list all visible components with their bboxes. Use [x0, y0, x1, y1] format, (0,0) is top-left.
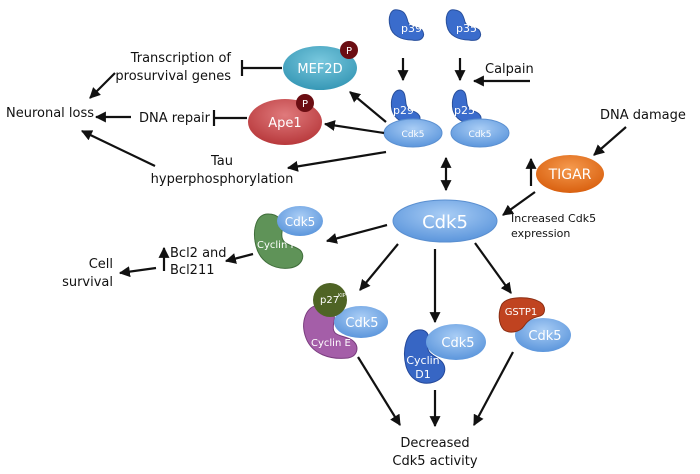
- p39-label: p39: [401, 22, 422, 35]
- bcl2-label-line2: Bcl211: [170, 263, 215, 278]
- cell-survival-line1: Cell: [89, 257, 113, 272]
- cdk5-central-label: Cdk5: [422, 212, 468, 233]
- p29-label: p29: [393, 104, 414, 117]
- cyclin-d1-cdk5-complex: Cdk5 Cyclin D1: [404, 324, 486, 384]
- arrow-cyclin-i-to-bcl2: [224, 252, 254, 264]
- inhibit-mef2d-transcription: [240, 60, 282, 76]
- cdk5-label: Cdk5: [345, 316, 378, 331]
- tau-label-line1: Tau: [210, 154, 233, 169]
- p25-label: p25: [454, 104, 475, 117]
- phospho-label: P: [346, 46, 352, 57]
- mef2d-protein: MEF2D P: [283, 41, 358, 90]
- neuronal-loss-label: Neuronal loss: [6, 106, 94, 121]
- cyclin-d1-label-line2: D1: [415, 368, 430, 381]
- cyclin-i-cdk5-complex: Cdk5 Cyclin I: [254, 206, 323, 269]
- cyclin-e-label: Cyclin E: [311, 338, 351, 349]
- bcl2-label-line1: Bcl2 and: [170, 246, 227, 261]
- transcription-label-line1: Transcription of: [130, 51, 232, 66]
- cdk5-label: Cdk5: [402, 130, 425, 140]
- ape1-protein: Ape1 P: [248, 94, 322, 145]
- arrow-p29cdk5-to-mef2d: [349, 91, 387, 123]
- arrow-dnadamage-to-tigar: [593, 126, 627, 156]
- cdk5-central: Cdk5: [392, 199, 498, 243]
- calpain-label: Calpain: [485, 62, 534, 77]
- tigar-protein: TIGAR: [536, 155, 604, 193]
- cyclin-i-label: Cyclin I: [257, 240, 293, 251]
- cdk5-label: Cdk5: [469, 130, 492, 140]
- p35-label: p35: [456, 22, 477, 35]
- tigar-label: TIGAR: [548, 167, 592, 183]
- decreased-activity-line2: Cdk5 activity: [392, 454, 477, 469]
- p27-cyclin-e-cdk5-complex: Cdk5 Cyclin E p27 KIP: [303, 283, 388, 359]
- p39-protein: p39: [388, 9, 425, 41]
- p25-cdk5-complex: p25 Cdk5: [450, 89, 510, 148]
- dna-repair-label: DNA repair: [139, 111, 211, 126]
- arrow-p29cdk5-to-tau: [286, 150, 387, 172]
- arrow-cyclin-e-to-decreased: [357, 356, 401, 426]
- increased-expression-line1: Increased Cdk5: [511, 212, 596, 225]
- cdk5-label: Cdk5: [285, 215, 316, 229]
- p35-protein: p35: [445, 9, 482, 41]
- phospho-label: P: [302, 99, 308, 110]
- tau-label-line2: hyperphosphorylation: [151, 172, 294, 187]
- cdk5-label: Cdk5: [528, 329, 561, 344]
- arrow-gstp1-to-decreased: [473, 351, 514, 426]
- p29-cdk5-complex: p29 Cdk5: [383, 89, 443, 148]
- arrow-p29cdk5-to-ape1: [323, 120, 385, 135]
- arrow-cdk5-to-gstp1-complex: [474, 242, 512, 294]
- decreased-activity-line1: Decreased: [400, 436, 469, 451]
- arrow-transcription-to-neuronal-loss: [89, 72, 116, 99]
- arrow-tau-to-neuronal-loss: [81, 130, 156, 167]
- p27-label: p27: [320, 295, 339, 306]
- arrow-cdk5-to-cyclin-e-complex: [359, 243, 399, 291]
- arrow-cdk5-to-cyclin-i: [325, 223, 388, 244]
- gstp1-cdk5-complex: Cdk5 GSTP1: [498, 297, 571, 352]
- dna-damage-label: DNA damage: [600, 108, 686, 123]
- transcription-label-line2: prosurvival genes: [115, 69, 231, 84]
- increased-expression-line2: expression: [511, 227, 570, 240]
- arrow-bcl2-to-cell-survival: [118, 266, 157, 278]
- p27-superscript: KIP: [338, 293, 346, 299]
- ape1-label: Ape1: [268, 116, 301, 131]
- cdk5-label: Cdk5: [441, 336, 474, 351]
- cell-survival-line2: survival: [62, 275, 113, 290]
- cyclin-d1-label-line1: Cyclin: [406, 354, 439, 367]
- mef2d-label: MEF2D: [297, 62, 342, 77]
- inhibit-ape1-dnarepair: [212, 110, 247, 126]
- arrow-tigar-to-cdk5: [502, 191, 536, 216]
- p27-main-text: p27: [320, 295, 339, 306]
- gstp1-label: GSTP1: [505, 307, 538, 318]
